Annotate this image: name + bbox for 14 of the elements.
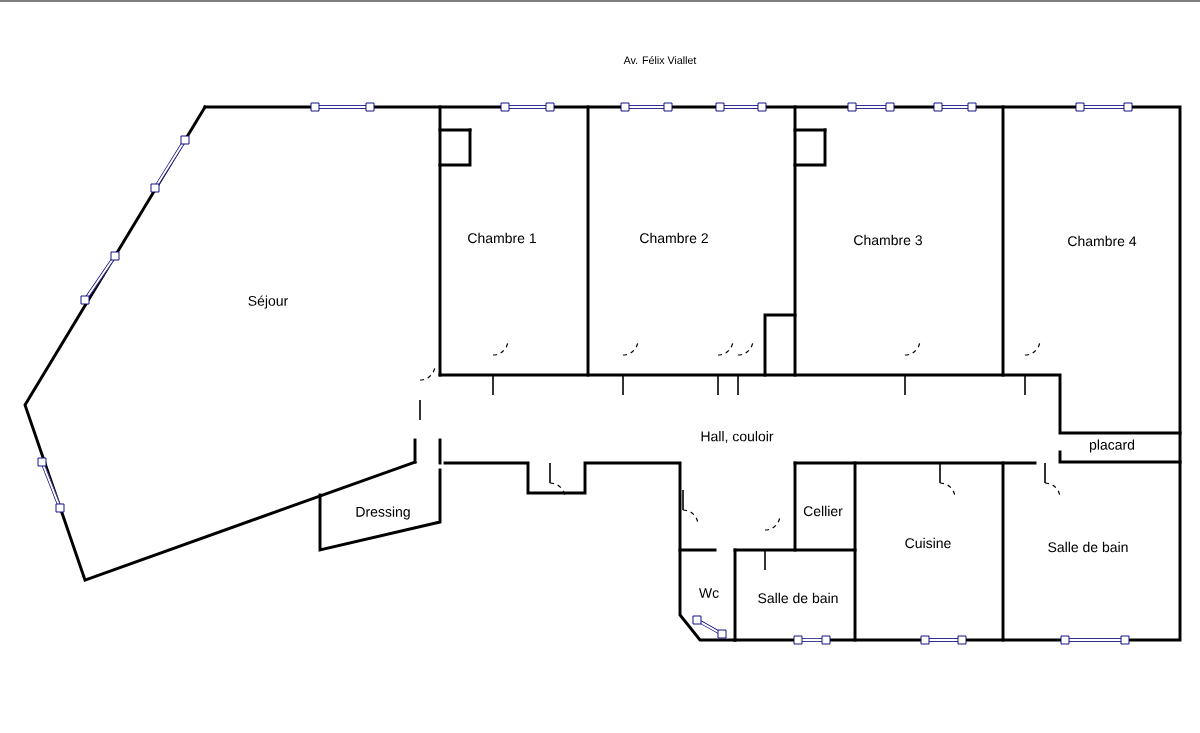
room-label: placard <box>1089 439 1135 453</box>
room-label: Cellier <box>803 505 843 517</box>
room-label: Hall, couloir <box>701 431 774 443</box>
room-label: Dressing <box>356 506 410 520</box>
room-label: Séjour <box>248 295 288 309</box>
street-name: Av. Félix Viallet <box>623 56 697 64</box>
room-label: Salle de bain <box>1048 541 1128 553</box>
room-label: Chambre 3 <box>854 234 922 246</box>
room-label: Salle de bain <box>758 592 838 604</box>
room-label: Cuisine <box>905 537 951 549</box>
room-label: Wc <box>698 588 719 598</box>
room-label: Chambre 4 <box>1068 235 1137 247</box>
room-label: Chambre 2 <box>640 232 708 244</box>
room-label: Chambre 1 <box>468 232 536 244</box>
